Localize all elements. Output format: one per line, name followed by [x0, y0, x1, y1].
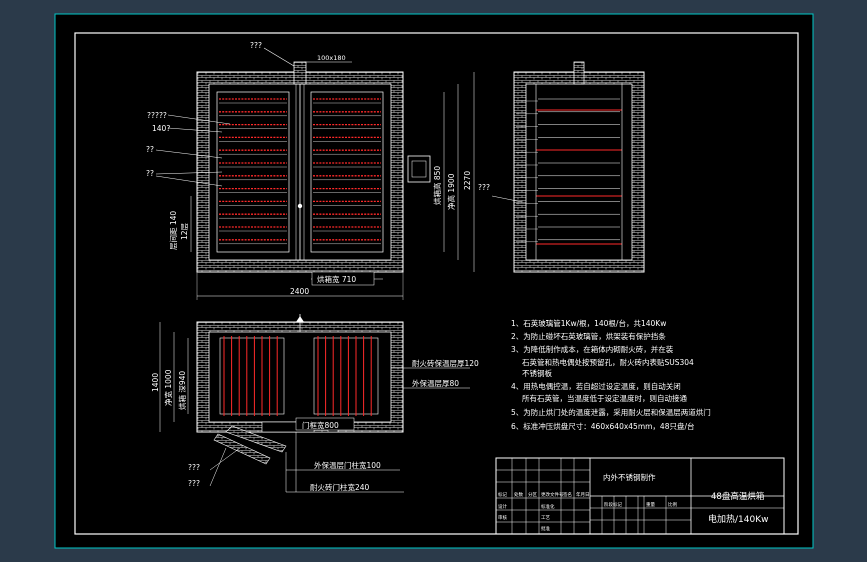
title-spec: 电加热/140Kw	[708, 513, 768, 525]
swung-door-outer	[213, 433, 271, 465]
front-left-label-1: ?????	[147, 111, 167, 120]
note-3b: 石英管和热电偶处按预留孔，耐火砖内表贴SUS304	[522, 357, 694, 367]
front-bake-width: 烘箱宽 710	[317, 274, 356, 284]
note-5: 5、为防止烘门处的温度泄露，采用耐火层和保温层两道烘门	[511, 407, 711, 417]
note-6: 6、标准冲压烘盘尺寸：460x640x45mm，48只盘/台	[511, 421, 695, 431]
side-heater-tubes	[516, 98, 622, 245]
right-tray-rack	[310, 91, 384, 253]
plan-total-depth: 1400	[151, 373, 160, 392]
tb-cell-4: 更改文件号	[541, 491, 564, 498]
plan-door-label-2: ???	[188, 479, 200, 488]
tb-cell-1: 标记	[498, 491, 507, 498]
front-chimney	[293, 61, 307, 85]
front-clear-height: 净高 1900	[446, 173, 456, 210]
front-view: ??? 100x180 ????? 140? ?? ?? 层间距 140 12层…	[146, 41, 475, 300]
side-chimney	[573, 61, 585, 85]
technical-notes: 1、石英玻璃管1Kw/根，140根/台，共140Kw 2、为防止碰坏石英玻璃管，…	[511, 318, 711, 431]
tb-cell-11: 比例	[668, 501, 677, 508]
control-panel	[407, 155, 431, 183]
sheet	[54, 13, 814, 549]
front-total-width: 2400	[290, 287, 309, 296]
front-left-label-4: ??	[146, 169, 154, 178]
front-left-label-3: ??	[146, 145, 154, 154]
tb-cell-2: 处数	[514, 491, 523, 498]
front-layer-count: 12层	[180, 222, 189, 240]
side-view: ???	[478, 61, 645, 273]
front-left-label-2: 140?	[152, 124, 170, 133]
title-name: 48盘高温烘箱	[711, 491, 765, 502]
front-top-size: 100x180	[317, 54, 346, 62]
drawing-frame	[74, 32, 799, 535]
plan-door-label-1: ???	[188, 463, 200, 472]
tb-cell-7: 设计	[498, 503, 507, 510]
tb-cell-3: 分区	[528, 491, 537, 498]
plan-bake-depth: 烘箱 深940	[177, 371, 187, 410]
plan-left-tray	[219, 337, 285, 415]
plan-outer-wall-thickness: 外保温层厚80	[412, 378, 459, 388]
note-4: 4、用热电偶控温，若自超过设定温度，则自动关闭	[511, 381, 681, 391]
front-total-height: 2270	[463, 171, 472, 190]
title-block: 内外不锈钢制作 48盘高温烘箱 电加热/140Kw 标记 处数 分区 更改文件号…	[495, 457, 785, 535]
plan-outer-door-post: 外保温层门柱宽100	[314, 460, 381, 470]
tb-cell-12: 审核	[498, 514, 507, 521]
note-3: 3、为降低制作成本，在箱体内砌耐火砖，并在装	[511, 344, 674, 354]
front-top-label: ???	[250, 41, 262, 50]
note-1: 1、石英玻璃管1Kw/根，140根/台，共140Kw	[511, 318, 666, 328]
side-left-label: ???	[478, 183, 490, 192]
swung-door-inner	[225, 425, 287, 453]
plan-inner-door-post: 耐火砖门柱宽240	[310, 482, 370, 492]
tb-cell-9: 阶段标记	[604, 501, 622, 508]
plan-view: ??? ??? 1400 净宽 1000 烘箱 深940 耐火砖保温层厚120 …	[151, 314, 479, 493]
side-inner-cavity	[525, 83, 633, 261]
tb-cell-10: 重量	[646, 501, 655, 508]
plan-heater-tubes	[223, 336, 372, 416]
front-heater-tubes	[219, 98, 381, 245]
title-material: 内外不锈钢制作	[603, 472, 656, 482]
front-layer-spacing: 层间距 140	[169, 211, 178, 250]
tb-cell-8: 标准化	[541, 503, 555, 510]
tb-cell-6: 年月日	[576, 491, 590, 498]
plan-inner-wall-thickness: 耐火砖保温层厚120	[412, 358, 479, 368]
note-2: 2、为防止碰坏石英玻璃管，烘架装有保护挡条	[511, 331, 666, 341]
note-4b: 所有石英管，当温度低于设定温度时，则自动接通	[522, 393, 687, 403]
front-bake-height: 烘箱高 850	[432, 166, 442, 205]
door-handle	[297, 203, 303, 209]
tb-cell-14: 批准	[541, 525, 550, 532]
plan-door-width: 门框宽800	[302, 420, 339, 430]
plan-right-tray	[313, 337, 379, 415]
tb-cell-5: 签名	[563, 491, 572, 498]
plan-clear-depth: 净宽 1000	[163, 369, 173, 406]
note-3c: 不锈钢板	[522, 368, 552, 378]
tb-cell-13: 工艺	[541, 515, 550, 521]
